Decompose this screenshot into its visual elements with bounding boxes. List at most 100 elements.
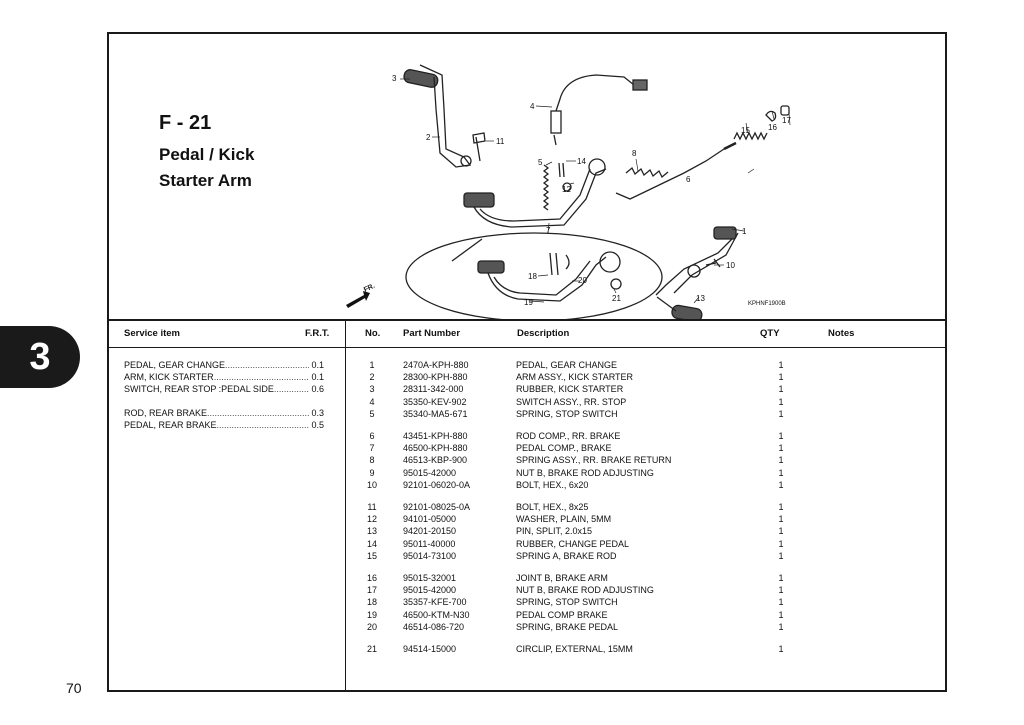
part-number: 92101-08025-0A (403, 502, 471, 513)
gear-change-pedal-drawing (655, 226, 739, 319)
part-number: 46500-KTM-N30 (403, 609, 470, 620)
part-number: 28300-KPH-880 (403, 372, 468, 383)
washer-drawing (562, 182, 572, 192)
callout-label: 11 (496, 137, 505, 146)
part-qty: 1 (778, 479, 784, 490)
part-qty: 1 (778, 455, 784, 466)
part-qty: 1 (778, 538, 784, 549)
part-no: 19 (366, 609, 377, 620)
table-top-rule (109, 319, 945, 321)
part-no: 20 (366, 621, 377, 632)
service-item-name: PEDAL, REAR BRAKE (124, 420, 217, 430)
part-description: SPRING, STOP SWITCH (516, 408, 618, 419)
figure-code: F - 21 (159, 112, 212, 134)
part-no: 13 (366, 526, 377, 537)
callout-label: 13 (696, 294, 705, 303)
callout-label: 12 (562, 185, 571, 194)
column-divider (345, 319, 346, 690)
part-no: 7 (369, 443, 375, 454)
part-description: BOLT, HEX., 8x25 (516, 502, 589, 513)
part-qty: 1 (778, 396, 784, 407)
diagram-code: KPHNF1900B (748, 301, 786, 307)
service-item-frt: 0.5 (311, 420, 324, 430)
part-no: 21 (366, 644, 377, 655)
service-item-frt: 0.3 (311, 408, 324, 418)
callout-label: 6 (686, 175, 691, 184)
figure-title-line: Starter Arm (159, 171, 252, 190)
kick-starter-arm-drawing (403, 64, 472, 168)
part-description: WASHER, PLAIN, 5MM (516, 514, 612, 525)
part-qty: 1 (778, 585, 784, 596)
front-direction-label: FR. (363, 283, 376, 294)
part-number: 35350-KEV-902 (403, 396, 467, 407)
adjusting-nut-drawing (780, 105, 790, 116)
callout-label: 4 (530, 102, 535, 111)
part-description: PEDAL, GEAR CHANGE (516, 360, 618, 370)
qty-header: QTY (760, 328, 780, 339)
callout-label: 8 (632, 149, 637, 158)
part-no: 3 (369, 384, 375, 395)
part-number: 2470A-KPH-880 (403, 360, 469, 370)
frt-header: F.R.T. (305, 328, 330, 339)
page-frame: F - 21 Pedal / Kick Starter Arm (107, 32, 947, 692)
part-qty: 1 (778, 609, 784, 620)
part-description: NUT B, BRAKE ROD ADJUSTING (516, 585, 654, 596)
joint-drawing (765, 110, 777, 122)
stop-switch-drawing (550, 74, 648, 146)
part-qty: 1 (778, 360, 784, 370)
service-row: SWITCH, REAR STOP :PEDAL SIDE0.6 (124, 383, 324, 395)
part-number: 94201-20150 (403, 526, 457, 537)
part-number: 46513-KBP-900 (403, 455, 468, 466)
part-qty: 1 (778, 467, 784, 478)
service-item-frt: 0.1 (311, 372, 324, 382)
part-description: RUBBER, KICK STARTER (516, 384, 624, 395)
callout-label: 3 (392, 74, 397, 83)
callout-label: 7 (546, 226, 551, 235)
page-number: 70 (66, 680, 82, 696)
part-description: PIN, SPLIT, 2.0x15 (516, 526, 593, 537)
figure-title-line: Pedal / Kick (159, 145, 255, 164)
part-qty: 1 (778, 550, 784, 561)
part-number: 43451-KPH-880 (403, 431, 468, 442)
part-qty: 1 (778, 621, 784, 632)
part-no: 14 (366, 538, 377, 549)
callout-label: 16 (768, 123, 777, 132)
dot-leader (225, 359, 309, 371)
part-no: 6 (369, 431, 375, 442)
part-description: CIRCLIP, EXTERNAL, 15MM (516, 644, 633, 655)
part-number: 95011-40000 (403, 538, 456, 549)
chapter-tab-number: 3 (29, 336, 51, 378)
callout-label: 1 (742, 227, 747, 236)
part-description: ARM ASSY., KICK STARTER (516, 372, 634, 383)
part-qty: 1 (778, 384, 784, 395)
callout-label: 10 (726, 261, 735, 270)
callout-leaders (400, 78, 791, 304)
part-description: PEDAL COMP., BRAKE (516, 443, 612, 454)
part-no: 17 (366, 585, 377, 596)
chapter-tab (0, 326, 80, 388)
service-item-frt: 0.6 (311, 384, 324, 394)
callout-label: 18 (528, 272, 537, 281)
service-items-list: PEDAL, GEAR CHANGE0.1 ARM, KICK STARTER0… (124, 359, 324, 431)
callout-label: 21 (612, 294, 621, 303)
dot-leader (274, 383, 310, 395)
callout-label: 5 (538, 158, 543, 167)
brake-pedal-drawing (463, 158, 607, 228)
part-qty: 1 (778, 597, 784, 608)
part-description: SWITCH ASSY., RR. STOP (516, 396, 627, 407)
figure-area: F - 21 Pedal / Kick Starter Arm (109, 34, 945, 319)
part-no: 15 (366, 550, 377, 561)
notes-header: Notes (828, 328, 855, 339)
no-header: No. (365, 328, 381, 339)
dot-leader (214, 371, 310, 383)
service-row: ROD, REAR BRAKE0.3 (124, 407, 324, 419)
